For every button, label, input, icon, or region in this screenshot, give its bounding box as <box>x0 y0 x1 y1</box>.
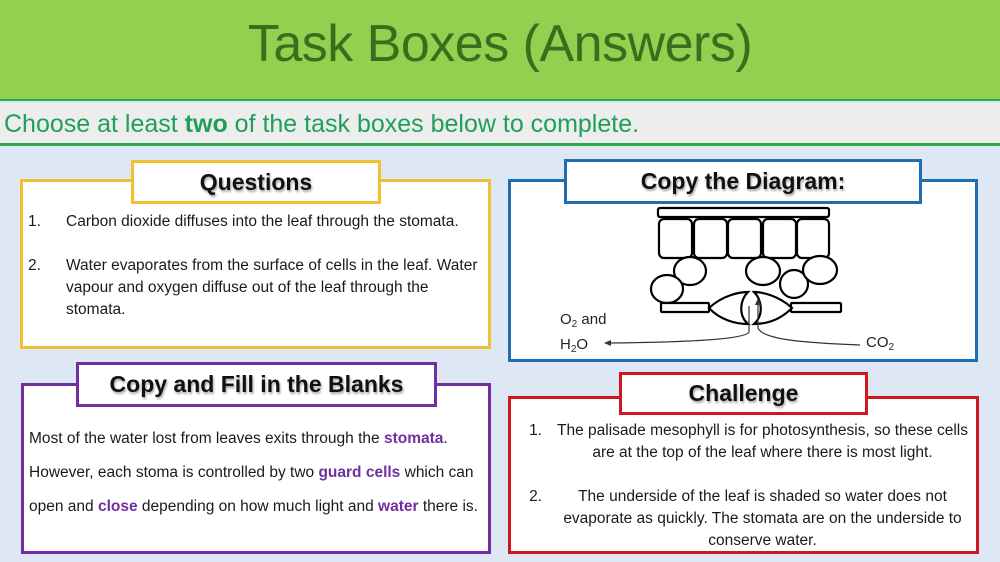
out-arrow <box>607 306 750 344</box>
challenge-item: 2. The underside of the leaf is shaded s… <box>520 486 975 552</box>
text-segment: there is. <box>418 498 478 515</box>
challenge-text: The palisade mesophyll is for photosynth… <box>557 422 968 461</box>
o2-h2o-label: O2 and H2O <box>560 311 607 355</box>
challenge-text: The underside of the leaf is shaded so w… <box>563 488 962 549</box>
spongy-cell <box>744 255 782 287</box>
spongy-cell <box>672 255 708 287</box>
challenge-title: Challenge <box>619 372 868 415</box>
lower-epidermis-right <box>789 301 843 314</box>
answer-keyword: stomata <box>383 430 444 447</box>
palisade-cell <box>692 217 729 260</box>
questions-title: Questions <box>131 160 381 204</box>
palisade-cell <box>795 217 831 260</box>
palisade-cell <box>657 217 694 260</box>
text-segment: Most of the water lost from leaves exits… <box>29 430 384 447</box>
in-arrow <box>757 302 861 346</box>
answer-keyword: water <box>378 498 419 515</box>
instruction-emphasis: two <box>184 110 228 138</box>
instruction-text: Choose at least two of the task boxes be… <box>4 110 639 139</box>
upper-epidermis <box>656 206 831 219</box>
palisade-cell <box>761 217 798 260</box>
text-segment: . However, each stoma is controlled by t… <box>29 430 448 481</box>
co2-label: CO2 <box>866 334 895 353</box>
question-text: Water evaporates from the surface of cel… <box>66 257 478 318</box>
question-number: 2. <box>28 257 41 274</box>
question-item: 2. Water evaporates from the surface of … <box>28 255 488 321</box>
answer-keyword: guard cells <box>318 464 401 481</box>
spongy-cell <box>778 268 810 300</box>
question-number: 1. <box>28 213 41 230</box>
diagram-title: Copy the Diagram: <box>564 159 922 204</box>
question-item: 1. Carbon dioxide diffuses into the leaf… <box>28 211 488 233</box>
instruction-text-after: of the task boxes below to complete. <box>227 110 640 138</box>
answer-keyword: close <box>97 498 138 515</box>
instruction-bar: Choose at least two of the task boxes be… <box>0 103 1000 146</box>
challenge-item: 1. The palisade mesophyll is for photosy… <box>520 420 975 464</box>
page-title: Task Boxes (Answers) <box>247 15 753 73</box>
instruction-text-before: Choose at least <box>4 110 185 138</box>
text-segment: depending on how much light and <box>137 498 379 515</box>
fill-blanks-box <box>21 383 491 554</box>
spongy-cell <box>649 273 685 305</box>
challenge-number: 2. <box>529 488 542 505</box>
questions-list: 1. Carbon dioxide diffuses into the leaf… <box>28 211 488 343</box>
in-arrowhead <box>755 298 761 305</box>
challenge-number: 1. <box>529 422 542 439</box>
spongy-cell <box>801 254 839 286</box>
guard-cell-right <box>751 290 794 326</box>
header-banner: Task Boxes (Answers) <box>0 0 1000 101</box>
palisade-cell <box>726 217 763 260</box>
question-text: Carbon dioxide diffuses into the leaf th… <box>66 213 459 230</box>
fill-blanks-title: Copy and Fill in the Blanks <box>76 362 437 407</box>
guard-cell-left <box>707 290 751 326</box>
out-arrowhead <box>604 340 611 346</box>
lower-epidermis-left <box>659 301 711 314</box>
leaf-diagram-svg <box>604 206 861 346</box>
leaf-cross-section-diagram: O2 and H2O CO2 <box>508 200 978 360</box>
fill-blanks-paragraph: Most of the water lost from leaves exits… <box>29 422 489 524</box>
text-segment: which can open and <box>29 464 474 515</box>
challenge-list: 1. The palisade mesophyll is for photosy… <box>520 420 975 562</box>
